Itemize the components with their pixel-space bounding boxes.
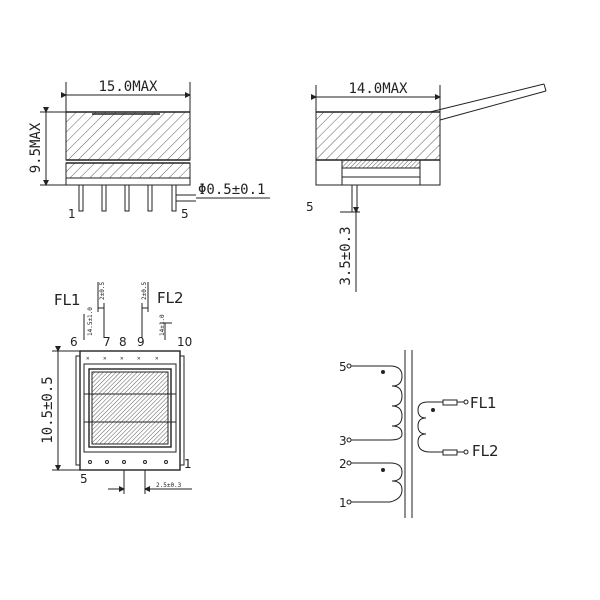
- schematic-pin-2-label: 2: [339, 457, 347, 471]
- bottom-pitch-dimension: 2.5±0.3: [156, 482, 182, 489]
- pin-diameter-dimension: Φ0.5±0.1: [198, 182, 265, 198]
- front-core-bottom: [65, 162, 191, 179]
- bottom-bottom-pins: [88, 460, 168, 464]
- pin-length-dimension: 3.5±0.3: [338, 226, 354, 285]
- front-bobbin-base: [65, 177, 191, 186]
- schematic-pin-5-label: 5: [339, 360, 347, 374]
- schematic-pin-3-label: 3: [339, 434, 347, 448]
- fl1-terminal: [442, 399, 458, 406]
- bottom-pin-6-label: 6: [70, 335, 78, 349]
- svg-text:✕: ✕: [137, 355, 141, 362]
- fl2-terminal: [442, 449, 458, 456]
- bottom-pin-9-label: 9: [137, 335, 145, 349]
- fl2-label: FL2: [157, 289, 184, 307]
- schematic-pin-1-label: 1: [339, 496, 347, 510]
- bottom-pin-5-label: 5: [80, 472, 88, 486]
- svg-text:✕: ✕: [155, 355, 159, 362]
- front-view: 15.0MAX 9.5MAX Φ0.5±0.1 1 5: [28, 79, 270, 221]
- front-pin-5-label: 5: [181, 207, 189, 221]
- bottom-pin-7-label: 7: [103, 335, 111, 349]
- fl-winding: [417, 401, 443, 453]
- bottom-pin-10-label: 10: [177, 335, 192, 349]
- front-pin-1-label: 1: [68, 207, 76, 221]
- pitch-left-dimension: 2±0.5: [99, 282, 106, 300]
- side-pin: [351, 184, 358, 213]
- schematic: 5 3 2 1 FL1 FL2: [339, 350, 499, 518]
- fl1-label: FL1: [54, 291, 81, 309]
- side-view: 14.0MAX 5 3.5±0.3: [306, 81, 547, 292]
- svg-text:✕: ✕: [103, 355, 107, 362]
- svg-text:✕: ✕: [120, 355, 124, 362]
- bottom-core: [91, 371, 169, 445]
- bottom-top-pins: ✕ ✕ ✕ ✕ ✕: [86, 355, 159, 362]
- bottom-height-dimension: 10.5±0.5: [40, 376, 56, 443]
- front-height-dimension: 9.5MAX: [28, 122, 44, 173]
- side-core: [315, 111, 441, 161]
- bottom-pin-1-label: 1: [184, 457, 192, 471]
- svg-text:✕: ✕: [86, 355, 90, 362]
- primary-winding: [351, 365, 403, 441]
- offset-right-dimension: 14±1.0: [159, 314, 166, 336]
- bottom-pin-8-label: 8: [119, 335, 127, 349]
- front-width-dimension: 15.0MAX: [98, 79, 158, 95]
- side-width-dimension: 14.0MAX: [348, 81, 408, 97]
- front-pins: [78, 184, 177, 212]
- pitch-right-dimension: 2±0.5: [141, 282, 148, 300]
- schematic-fl1-label: FL1: [470, 394, 497, 412]
- secondary-winding: [351, 462, 403, 503]
- bottom-view: FL1 FL2 2±0.5 2±0.5 14.5±1.0 14±1.0 6 7 …: [40, 282, 192, 494]
- front-core-top: [65, 111, 191, 161]
- offset-left-dimension: 14.5±1.0: [87, 307, 94, 336]
- side-pin-label: 5: [306, 200, 314, 214]
- schematic-fl2-label: FL2: [472, 442, 499, 460]
